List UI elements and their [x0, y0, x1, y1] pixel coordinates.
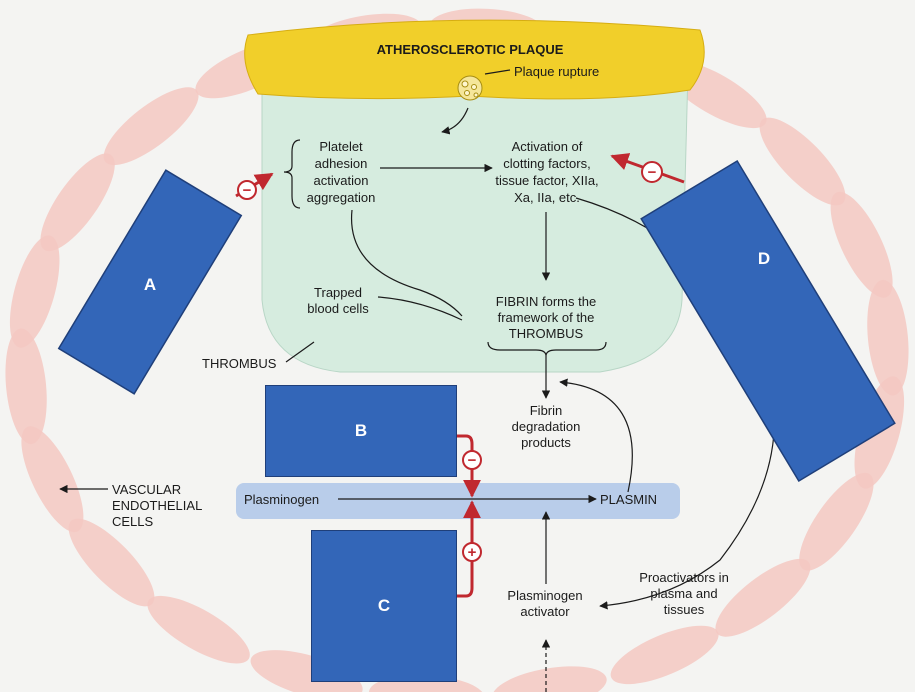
box-c: C: [311, 530, 457, 682]
fibrin-degradation-label: Fibrin degradation products: [511, 403, 581, 450]
plaque-rupture-leader: [484, 69, 511, 75]
regulation-signs: − − − +: [237, 161, 663, 562]
endothelial-cell: [21, 426, 84, 533]
thrombus-label: THROMBUS: [202, 356, 277, 371]
box-b: B: [265, 385, 457, 477]
endothelial-cell: [40, 153, 115, 252]
box-c-label: C: [377, 596, 391, 615]
b-minus-sign: −: [468, 452, 477, 469]
box-a-label: A: [144, 275, 156, 294]
proactivators-label: Proactivators in plasma and tissues: [639, 570, 729, 617]
fibrin-framework-label: FIBRIN forms the framework of the THROMB…: [495, 294, 597, 341]
a-minus-sign: −: [243, 182, 252, 199]
platelet-to-fibrin-curve: [350, 209, 463, 317]
endothelial-cell: [68, 518, 155, 607]
endothelial-cell: [715, 558, 811, 637]
box-a: [57, 169, 243, 395]
endothelial-cell: [9, 235, 60, 348]
endothelial-cell: [368, 674, 485, 692]
d-minus-sign: −: [648, 164, 657, 181]
endothelial-cell: [610, 625, 719, 685]
box-d-label: D: [758, 249, 770, 268]
plasminogen-activator-label: Plasminogen activator: [507, 588, 583, 619]
plasmin-to-fibrin-arrow: [559, 378, 633, 493]
endothelial-cell: [492, 666, 607, 692]
box-d: [640, 159, 896, 483]
a-minus-circle: [237, 180, 257, 200]
vascular-endothelial-label: VASCULAR ENDOTHELIAL CELLS: [112, 482, 203, 529]
endothelial-cell: [799, 472, 874, 571]
box-b-label: B: [354, 421, 368, 440]
c-stimulate-arrow: [456, 500, 481, 598]
thrombus-shape: [261, 69, 689, 373]
atherosclerotic-plaque-shape: [244, 19, 705, 100]
plasminogen-label: Plasminogen: [244, 492, 320, 507]
d-minus-circle: [641, 161, 663, 183]
thrombus-leader: [285, 341, 315, 363]
trapped-cells-leader: [377, 296, 463, 321]
endothelial-cell: [103, 87, 199, 166]
endothelial-cell: [759, 117, 846, 206]
endothelial-cell: [250, 650, 363, 692]
rupture-to-clotting-arrow: [441, 107, 469, 135]
endothelial-cell: [867, 279, 909, 396]
plaque-rupture-marker: [457, 75, 483, 101]
platelet-label: Platelet adhesion activation aggregation: [306, 139, 376, 205]
c-plus-circle: [462, 542, 482, 562]
plasmin-band: [236, 483, 680, 519]
trapped-blood-cells-label: Trapped blood cells: [307, 285, 369, 316]
endothelial-cell: [830, 191, 893, 298]
b-minus-circle: [462, 450, 482, 470]
endothelial-cell: [5, 328, 47, 445]
b-inhibit-arrow: [456, 434, 481, 498]
plasmin-label: PLASMIN: [600, 492, 658, 507]
platelet-brace: [283, 139, 301, 209]
clotting-factors-label: Activation of clotting factors, tissue f…: [495, 139, 599, 205]
endothelial-cell: [147, 595, 250, 664]
c-plus-sign: +: [468, 544, 477, 561]
plaque-rupture-label: Plaque rupture: [514, 64, 600, 79]
atherosclerotic-plaque-label: ATHEROSCLEROTIC PLAQUE: [376, 42, 564, 57]
